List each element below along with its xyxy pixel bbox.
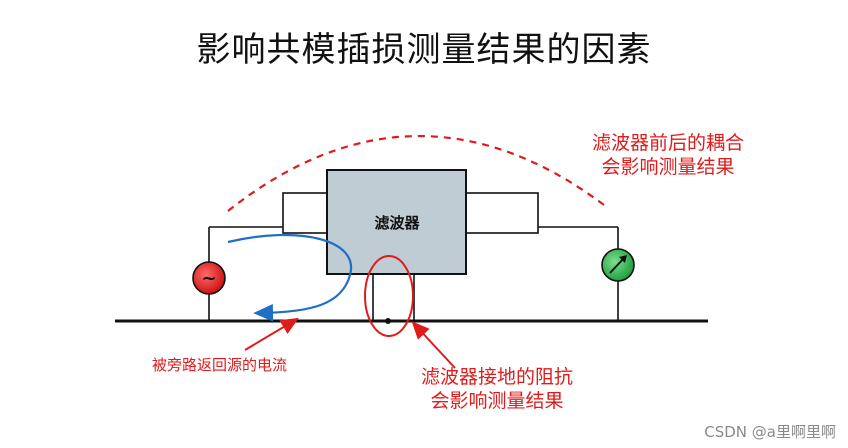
ground-impedance-ellipse [364, 255, 414, 337]
meter-icon [601, 248, 635, 282]
ground-annotation-line1: 滤波器接地的阻抗 [420, 366, 573, 388]
ground-annotation-arrow [411, 321, 456, 369]
ground-annotation-line2: 会影响测量结果 [430, 389, 564, 412]
filter-body [326, 169, 467, 275]
left-connector-box [282, 192, 328, 234]
bypass-current-annotation: 被旁路返回源的电流 [152, 356, 288, 374]
right-connector-box [465, 192, 539, 234]
bypass-current-path [227, 233, 353, 322]
coupling-annotation-line1: 滤波器前后的耦合 [591, 132, 744, 154]
svg-text:~: ~ [201, 268, 216, 289]
coupling-annotation-line2: 会影响测量结果 [601, 155, 735, 178]
ground-impedance-annotation: 滤波器接地的阻抗 会影响测量结果 [392, 366, 602, 414]
bypass-annotation-arrow [244, 317, 299, 351]
coupling-arc [227, 134, 609, 212]
ground-junction-dot [385, 318, 391, 324]
coupling-annotation: 滤波器前后的耦合 会影响测量结果 [548, 132, 788, 180]
filter-label: 滤波器 [374, 214, 420, 232]
ac-source-icon: ~ [192, 261, 226, 295]
watermark: CSDN @a里啊里啊 [704, 423, 836, 441]
slide-title: 影响共模插损测量结果的因素 [196, 30, 652, 70]
